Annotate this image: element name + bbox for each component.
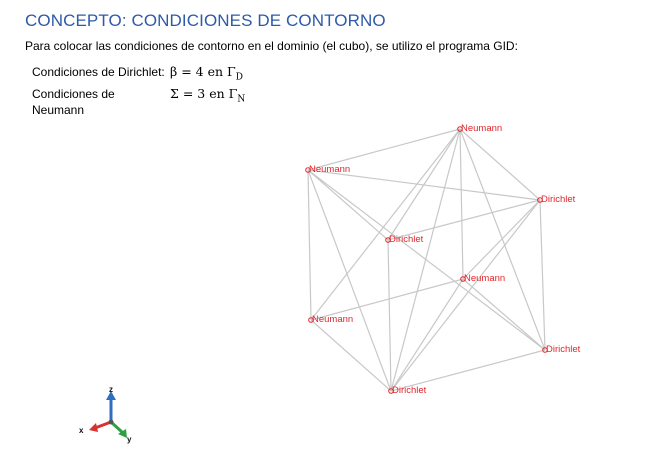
boundary-subscript: N [237, 94, 246, 104]
z-axis-label: z [109, 385, 113, 394]
axis-origin [108, 419, 114, 425]
mesh-edge [390, 128, 461, 392]
z-axis-head [106, 391, 116, 400]
mesh-edge [387, 128, 461, 241]
node-label-upper-left: Neumann [309, 164, 350, 175]
page-title: CONCEPTO: CONDICIONES DE CONTORNO [25, 11, 386, 30]
mesh-edge [307, 169, 392, 392]
x-axis-arrow [94, 420, 112, 430]
boundary-subscript: D [235, 72, 243, 83]
condition-equation: Σ = 3 en ΓN [170, 85, 246, 105]
mesh-edge [387, 239, 392, 392]
mesh-node-top [457, 126, 463, 132]
condition-value: 3 [197, 85, 206, 101]
node-label-bottom: Dirichlet [392, 385, 427, 396]
mesh-edge [459, 128, 546, 351]
mesh-edge [459, 128, 464, 280]
mesh-edge [310, 128, 461, 321]
boundary-symbol: Γ [228, 85, 238, 101]
mesh-node-center-front [460, 276, 466, 282]
boundary-symbol: Γ [227, 64, 236, 79]
node-label-lower-right: Dirichlet [546, 344, 581, 355]
node-label-center-front: Neumann [464, 273, 505, 284]
mesh-nodes: NeumannNeumannDirichletDirichletNeumannN… [305, 123, 581, 396]
y-axis-label: y [127, 435, 132, 444]
mesh-node-lower-left [308, 317, 314, 323]
condition-word: en [207, 64, 224, 79]
condition-label: Condiciones de Neumann [32, 86, 115, 117]
mesh-node-lower-right [542, 347, 548, 353]
condition-symbol: Σ [170, 85, 179, 101]
mesh-edge [307, 128, 461, 171]
x-axis-head [89, 423, 98, 432]
mesh-edge [310, 319, 392, 392]
mesh-edge [390, 278, 464, 392]
y-axis-head [118, 429, 127, 438]
node-label-upper-right: Dirichlet [541, 194, 576, 205]
mesh-edge [539, 199, 546, 351]
condition-neumann: Condiciones de Neumann Σ = 3 en ΓN [32, 86, 245, 118]
condition-symbol: β [170, 64, 178, 79]
mesh-edges [307, 128, 546, 392]
mesh-edge [307, 169, 389, 241]
condition-equation: β = 4 en ΓD [170, 64, 243, 83]
mesh-edge [390, 349, 546, 392]
node-label-lower-left: Neumann [312, 314, 353, 325]
axis-triad: z x y [79, 385, 132, 444]
mesh-node-upper-left [305, 167, 311, 173]
node-label-top: Neumann [461, 123, 502, 134]
mesh-node-upper-right [537, 197, 543, 203]
condition-label: Condiciones de Dirichlet: [32, 65, 165, 79]
node-label-center-back: Dirichlet [389, 234, 424, 245]
mesh-edge [462, 278, 546, 351]
mesh-edge [307, 169, 546, 351]
mesh-edge [459, 128, 541, 201]
mesh-edge [387, 199, 541, 241]
mesh-node-center-back [385, 237, 391, 243]
mesh-edge [390, 199, 541, 392]
condition-word: en [209, 85, 225, 101]
intro-text: Para colocar las condiciones de contorno… [25, 39, 518, 53]
mesh-node-bottom [388, 388, 394, 394]
mesh-edge [310, 278, 464, 321]
mesh-edge [307, 169, 312, 321]
x-axis-label: x [79, 426, 84, 435]
conditions-block: Condiciones de Dirichlet: β = 4 en ΓD Co… [32, 64, 245, 118]
condition-dirichlet: Condiciones de Dirichlet: β = 4 en ΓD [32, 64, 245, 86]
mesh-edge [462, 199, 541, 280]
condition-value: 4 [195, 64, 204, 79]
